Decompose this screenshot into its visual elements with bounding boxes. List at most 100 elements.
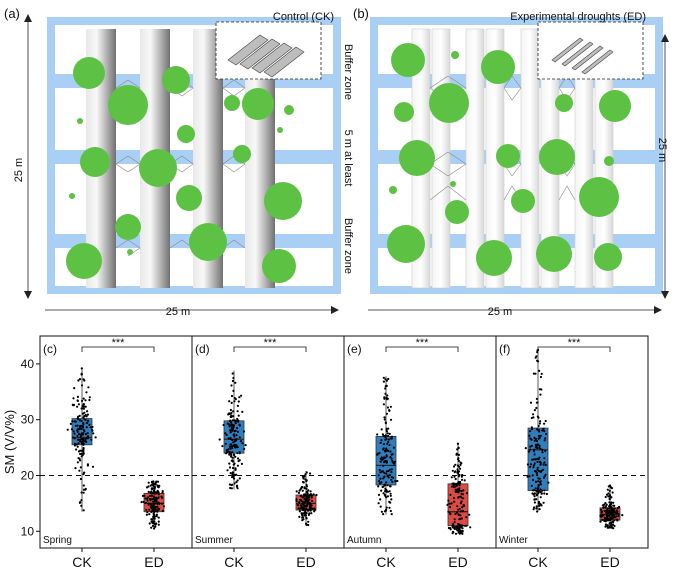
data-point	[540, 504, 543, 507]
data-point	[393, 460, 396, 463]
data-point	[230, 401, 233, 404]
data-point	[384, 450, 387, 453]
data-point	[544, 449, 547, 452]
data-point	[306, 502, 309, 505]
data-point	[461, 473, 464, 477]
data-point	[91, 429, 94, 432]
data-point	[307, 513, 310, 517]
data-point	[450, 476, 453, 479]
data-point	[230, 384, 233, 387]
data-point	[79, 433, 82, 436]
data-point	[72, 436, 75, 439]
data-point	[72, 397, 75, 400]
data-point	[77, 442, 80, 445]
data-point	[389, 509, 392, 513]
data-point	[608, 489, 611, 492]
tree-icon	[391, 43, 425, 77]
data-point	[528, 475, 531, 478]
data-point	[535, 397, 539, 400]
significance-bracket	[385, 346, 459, 352]
data-point	[390, 476, 393, 479]
data-point	[543, 439, 546, 442]
data-point	[79, 424, 82, 428]
data-point	[387, 438, 390, 441]
data-point	[608, 507, 611, 510]
data-point	[87, 386, 90, 389]
data-point	[155, 498, 158, 501]
data-point	[84, 399, 87, 402]
data-point	[452, 523, 455, 526]
data-point	[151, 487, 154, 490]
width-dim-b: 25 m	[368, 306, 662, 318]
data-point	[82, 484, 85, 487]
data-point	[379, 471, 382, 474]
data-point	[528, 430, 532, 433]
data-point	[83, 405, 86, 408]
data-point	[380, 489, 383, 492]
data-point	[608, 498, 611, 501]
data-point	[301, 489, 304, 492]
data-point	[461, 506, 464, 509]
data-point	[231, 466, 235, 470]
data-point	[453, 475, 456, 478]
data-point	[450, 502, 453, 505]
data-point	[388, 409, 391, 412]
data-point	[235, 481, 238, 484]
data-point	[538, 504, 541, 507]
data-point	[378, 482, 381, 485]
data-point	[382, 513, 385, 516]
data-point	[389, 492, 392, 495]
data-point	[388, 432, 391, 435]
data-point	[606, 507, 610, 510]
data-point	[608, 513, 611, 516]
data-point	[391, 480, 394, 483]
significance-bracket	[81, 346, 155, 352]
data-point	[229, 486, 232, 490]
data-point	[385, 384, 388, 387]
data-point	[151, 518, 154, 521]
data-point	[457, 496, 460, 499]
tree-icon	[496, 144, 520, 168]
data-point	[543, 461, 546, 464]
data-point	[86, 464, 89, 467]
data-point	[236, 404, 239, 407]
data-point	[547, 481, 550, 484]
data-point	[305, 483, 308, 486]
data-point	[236, 427, 239, 430]
data-point	[532, 416, 535, 419]
data-point	[539, 461, 543, 464]
data-point	[609, 505, 613, 508]
tree-icon	[555, 94, 573, 112]
data-point	[86, 413, 89, 416]
data-point	[162, 505, 165, 508]
data-point	[536, 351, 539, 354]
box-body	[71, 418, 93, 446]
data-point	[468, 513, 471, 516]
data-point	[78, 414, 81, 417]
data-point	[298, 510, 301, 513]
data-point	[81, 407, 85, 410]
data-point	[153, 502, 156, 506]
x-tick-label: ED	[144, 554, 163, 570]
data-point	[527, 450, 531, 453]
tree-icon	[451, 51, 459, 59]
data-point	[533, 409, 537, 412]
data-point	[383, 476, 386, 479]
data-point	[454, 532, 458, 535]
data-point	[533, 495, 536, 498]
data-point	[449, 512, 452, 516]
data-point	[543, 457, 546, 460]
data-point	[538, 422, 542, 425]
data-point	[94, 436, 97, 439]
data-point	[611, 491, 614, 494]
data-point	[543, 489, 546, 492]
data-point	[82, 437, 85, 441]
data-point	[453, 518, 456, 521]
data-point	[382, 457, 385, 460]
data-point	[612, 521, 615, 524]
data-point	[462, 504, 465, 507]
data-point	[235, 484, 239, 487]
panel-tag: (e)	[347, 342, 362, 356]
